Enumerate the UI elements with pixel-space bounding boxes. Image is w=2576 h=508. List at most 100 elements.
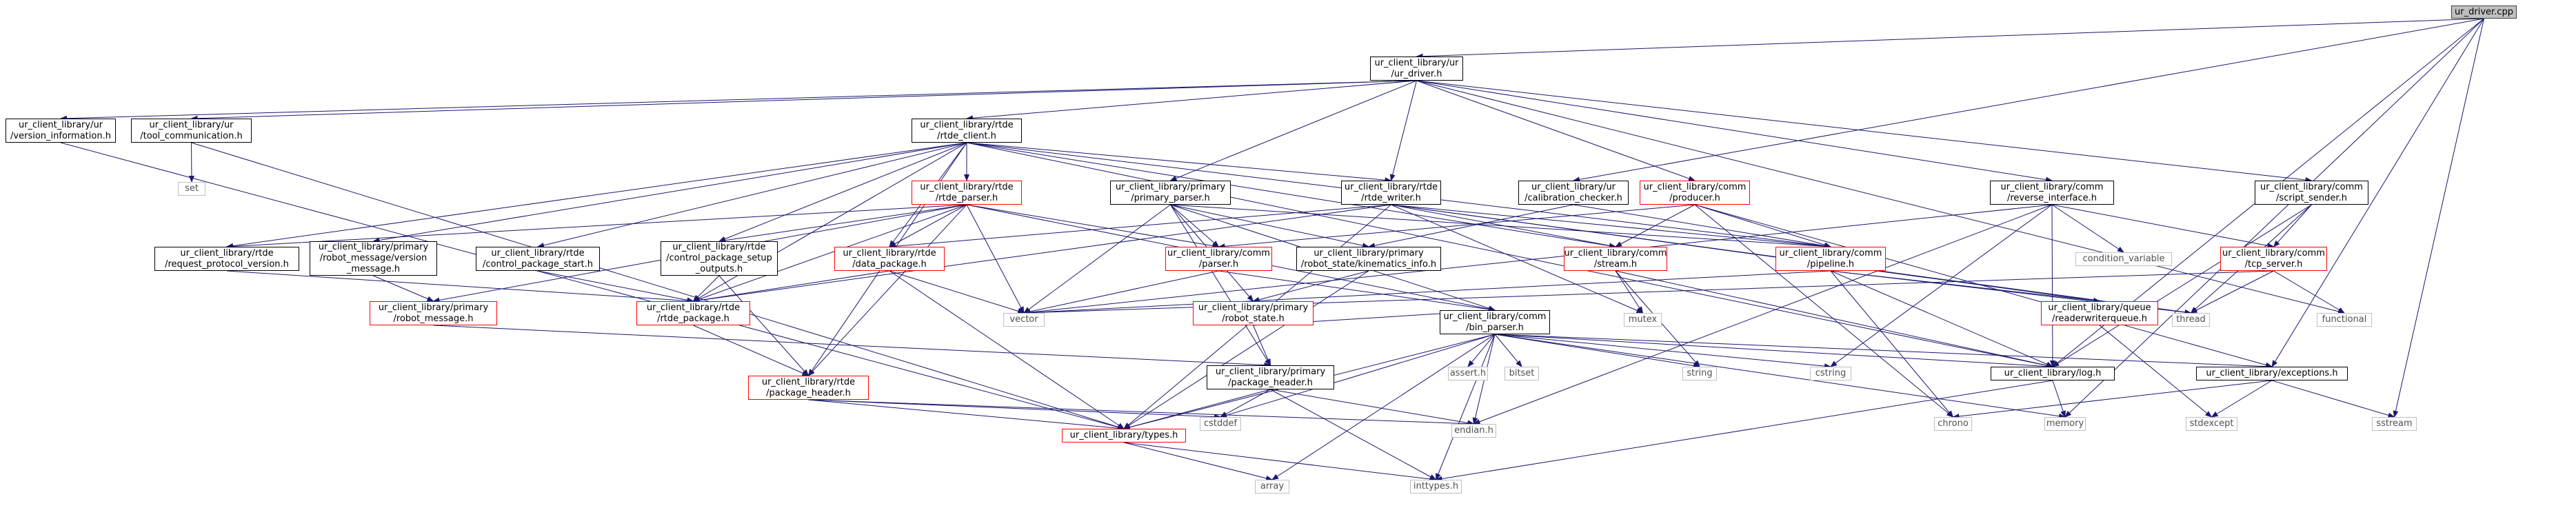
node-calibration-checker-h[interactable]: ur_client_library/ur/calibration_checker… [1518,181,1629,205]
node-version-information-h[interactable]: ur_client_library/ur/version_information… [6,119,116,143]
node-control-package-setup-outputs-h[interactable]: ur_client_library/rtde/control_package_s… [661,241,778,276]
node-endian-h: endian.h [1451,424,1496,438]
edge-bin_parser_h-to-string [1494,334,1700,369]
edge-comm_stream_h-to-log_h [1615,270,2053,368]
node-label-line: ur_client_library/comm [2222,247,2325,258]
node-producer-h[interactable]: ur_client_library/comm/producer.h [1640,181,1750,205]
node-bin-parser-h[interactable]: ur_client_library/comm/bin_parser.h [1440,310,1550,334]
edge-tool_communication_h-to-types_h [191,142,1125,430]
node-label-line: /readerwriterqueue.h [2052,313,2147,324]
edge-bin_parser_h-to-cstring [1494,334,1831,369]
node-inttypes-h: inttypes.h [1410,480,1462,494]
node-rtde-package-h[interactable]: ur_client_library/rtde/rtde_package.h [636,301,750,325]
node-label-line: /robot_message/version [319,253,427,263]
node-array: array [1255,480,1289,494]
node-label-line: stdexcept [2189,418,2234,429]
node-rtde-writer-h[interactable]: ur_client_library/rtde/rtde_writer.h [1341,181,1441,205]
node-label-line: ur_client_library/comm [2000,181,2104,192]
node-label-line: mutex [1628,314,1658,325]
node-label-line: /version_information.h [10,130,111,141]
edge-rtde_client_h-to-request_protocol_version_h [226,142,967,249]
node-kinematics-info-h[interactable]: ur_client_library/primary/robot_state/ki… [1296,247,1441,271]
node-readerwriterqueue-h[interactable]: ur_client_library/queue/readerwriterqueu… [2041,301,2158,325]
node-label-line: ur_client_library/rtde [843,247,936,258]
node-label-line: ur_client_library/comm [1443,311,1547,322]
edge-robot_message_h-to-package_header_primary_h [433,325,1271,368]
node-chrono: chrono [1934,417,1972,431]
edge-rtde_package_h-to-package_header_rtde_h [693,325,809,376]
edge-ur_driver_h-to-primary_parser_h [1169,80,1417,181]
edge-data_package_h-to-vector [889,270,1025,314]
node-label-line: inttypes.h [1413,481,1459,491]
node-condition-variable: condition_variable [2075,252,2172,266]
edge-reverse_interface_h-to-log_h [2049,204,2055,367]
node-label-line: ur_client_library/ur [1531,181,1616,192]
node-robot-message-h[interactable]: ur_client_library/primary/robot_message.… [370,301,497,325]
edge-reverse_interface_h-to-cstring [1830,204,2053,367]
edge-reverse_interface_h-to-tcp_server_h [2051,204,2275,249]
edge-package_header_primary_h-to-types_h [1123,389,1271,430]
edge-rtde_writer_h-to-data_package_h [889,204,1391,250]
edge-bin_parser_h-to-cstddef [1220,334,1496,418]
node-label-line: /rtde_client.h [937,130,996,141]
node-label-line: /script_sender.h [2276,192,2347,203]
edge-rtde_client_h-to-rtde_package_h [692,142,967,302]
node-label-line: ur_driver.cpp [2455,6,2513,17]
edge-bin_parser_h-to-assert_h [1467,334,1496,367]
edge-rtde_client_h-to-rtde_writer_h [966,142,1392,183]
node-tool-communication-h[interactable]: ur_client_library/ur/tool_communication.… [131,119,252,143]
node-sstream: sstream [2372,417,2417,431]
node-control-package-start-h[interactable]: ur_client_library/rtde/control_package_s… [476,247,600,271]
node-label-line: ur_client_library/rtde [180,247,274,258]
node-label-line: /rtde_parser.h [935,192,998,203]
node-robot-state-h[interactable]: ur_client_library/primary/robot_state.h [1193,301,1314,325]
node-bitset: bitset [1505,367,1539,380]
node-package-header-rtde-h[interactable]: ur_client_library/rtde/package_header.h [748,376,869,400]
node-comm-parser-h[interactable]: ur_client_library/comm/parser.h [1165,247,1272,271]
edge-types_h-to-array [1123,442,1273,481]
node-label-line: ur_client_library/queue [2048,302,2151,313]
edge-control_package_setup_outputs_h-to-package_header_rtde_h [718,275,809,376]
node-label-line: ur_client_library/rtde [672,242,766,252]
node-label-line: sstream [2376,418,2413,429]
node-data-package-h[interactable]: ur_client_library/rtde/data_package.h [834,247,945,271]
edge-ur_driver_h-to-version_information_h [60,80,1417,121]
node-label-line: ur_client_library/ur [1374,57,1459,68]
node-primary-parser-h[interactable]: ur_client_library/primary/primary_parser… [1110,181,1231,205]
node-log-h[interactable]: ur_client_library/log.h [1991,367,2115,380]
node-label-line: ur_client_library/rtde [1344,181,1438,192]
node-comm-pipeline-h[interactable]: ur_client_library/comm/pipeline.h [1775,247,1886,271]
node-rtde-parser-h[interactable]: ur_client_library/rtde/rtde_parser.h [912,181,1022,205]
edge-rtde_client_h-to-comm_stream_h [966,142,1616,249]
edge-ur_driver_cpp-to-ur_driver_h [1416,18,2484,59]
edge-robot_state_h-to-package_header_primary_h [1253,325,1271,366]
node-package-header-primary-h[interactable]: ur_client_library/primary/package_header… [1207,365,1334,389]
edge-ur_driver_h-to-functional [1416,80,2345,314]
node-thread: thread [2172,313,2210,327]
node-label-line: ur_client_library/exceptions.h [2206,368,2338,378]
edge-bin_parser_h-to-array [1271,334,1496,480]
node-cstddef: cstddef [1200,417,1241,431]
node-ur-driver-h[interactable]: ur_client_library/ur/ur_driver.h [1370,57,1463,81]
node-label-line: set [185,183,199,194]
node-types-h[interactable]: ur_client_library/types.h [1062,429,1186,443]
node-label-line: condition_variable [2082,254,2165,264]
node-script-sender-h[interactable]: ur_client_library/comm/script_sender.h [2255,181,2368,205]
node-label-line: /parser.h [1198,258,1239,270]
node-rtde-client-h[interactable]: ur_client_library/rtde/rtde_client.h [912,119,1022,143]
node-comm-stream-h[interactable]: ur_client_library/comm/stream.h [1564,247,1667,271]
node-reverse-interface-h[interactable]: ur_client_library/comm/reverse_interface… [1990,181,2114,205]
node-robot-message-version-message-h[interactable]: ur_client_library/primary/robot_message/… [310,241,437,276]
node-request-protocol-version-h[interactable]: ur_client_library/rtde/request_protocol_… [154,247,299,271]
node-label-line: memory [2046,418,2084,429]
edge-bin_parser_h-to-memory [1494,334,2066,419]
node-label-line: /robot_message.h [393,313,474,324]
node-vector: vector [1003,313,1045,327]
node-label-line: /primary_parser.h [1131,192,1210,203]
edge-comm_pipeline_h-to-chrono [1830,270,1954,418]
node-ur-driver-cpp[interactable]: ur_driver.cpp [2451,6,2517,19]
edge-comm_parser_h-to-vector [1023,270,1219,315]
edge-rtde_writer_h-to-rtde_package_h [692,204,1391,303]
node-exceptions-h[interactable]: ur_client_library/exceptions.h [2196,367,2348,380]
node-tcp-server-h[interactable]: ur_client_library/comm/tcp_server.h [2220,247,2327,271]
